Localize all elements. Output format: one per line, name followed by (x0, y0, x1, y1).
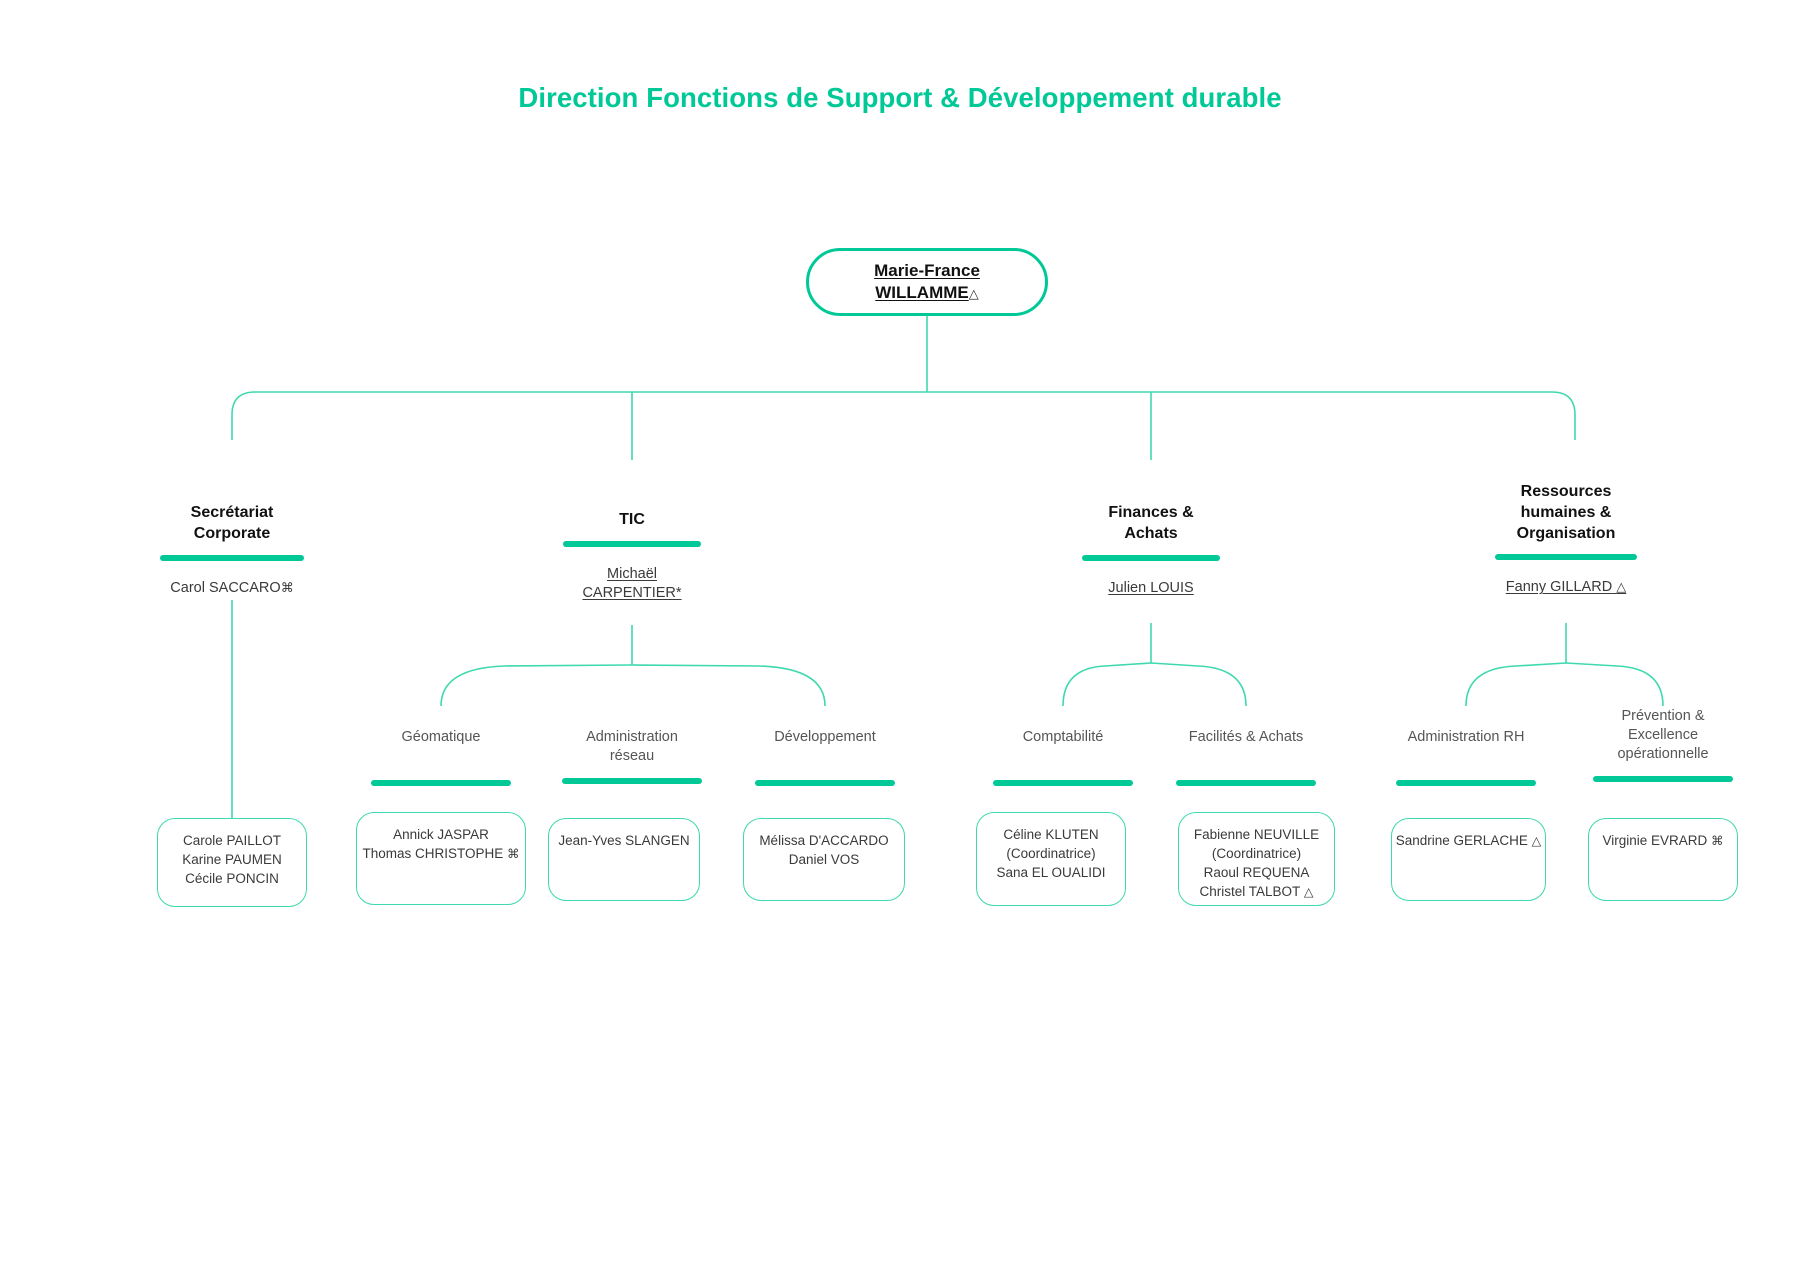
member-names-text: Sandrine GERLACHE (1395, 833, 1528, 848)
root-person-lastname: WILLAMME (875, 283, 969, 302)
page-title: Direction Fonctions de Support & Dévelop… (518, 82, 1282, 113)
member-names-text: Annick JASPAR Thomas CHRISTOPHE (362, 827, 504, 862)
department-lead: Carol SACCARO⌘ (132, 579, 332, 598)
unit-rule (755, 779, 895, 786)
triangle-marker-icon: △ (1531, 834, 1542, 848)
unit-title: Géomatique (401, 729, 481, 745)
department-lead: Julien LOUIS (1108, 579, 1194, 596)
department-title: Finances & Achats (1108, 504, 1194, 542)
department-rule (563, 540, 701, 547)
unit-comptabilite[interactable]: Comptabilité (963, 728, 1163, 786)
member-box-administration-rh[interactable]: Sandrine GERLACHE △ (1391, 818, 1546, 901)
department-rule (1082, 554, 1220, 561)
member-names-text: Fabienne NEUVILLE (Coordinatrice) Raoul … (1193, 827, 1320, 900)
department-finances-achats[interactable]: Finances & Achats Julien LOUIS (1051, 503, 1251, 597)
triangle-marker-icon: △ (1616, 579, 1627, 595)
unit-developpement[interactable]: Développement (725, 728, 925, 786)
unit-rule (1593, 775, 1733, 782)
department-tic[interactable]: TIC Michaël CARPENTIER* (532, 510, 732, 602)
unit-title: Prévention & Excellence opérationnelle (1617, 708, 1709, 762)
department-title: TIC (619, 511, 645, 528)
member-box-comptabilite[interactable]: Céline KLUTEN (Coordinatrice) Sana EL OU… (976, 812, 1126, 906)
command-marker-icon: ⌘ (507, 847, 520, 862)
department-lead: Michaël CARPENTIER* (582, 565, 682, 601)
department-rule (1495, 554, 1637, 561)
member-names: Mélissa D'ACCARDO Daniel VOS (759, 833, 889, 868)
department-title: Ressources humaines & Organisation (1516, 483, 1616, 542)
member-names: Sandrine GERLACHE △ (1396, 831, 1541, 851)
unit-geomatique[interactable]: Géomatique (341, 728, 541, 786)
command-marker-icon: ⌘ (280, 579, 294, 595)
member-box-secretariat-corporate[interactable]: Carole PAILLOT Karine PAUMEN Cécile PONC… (157, 818, 307, 907)
department-rule (160, 554, 304, 561)
unit-title: Administration RH (1407, 729, 1525, 745)
member-names: Carole PAILLOT Karine PAUMEN Cécile PONC… (182, 833, 282, 887)
department-lead-name: Fanny GILLARD (1505, 579, 1613, 596)
unit-prevention-excellence-operationnelle[interactable]: Prévention & Excellence opérationnelle (1563, 707, 1763, 782)
department-ressources-humaines-organisation[interactable]: Ressources humaines & Organisation Fanny… (1466, 482, 1666, 597)
connector-rh-subbus (1465, 662, 1664, 707)
unit-administration-rh[interactable]: Administration RH (1366, 728, 1566, 786)
member-box-facilites-achats[interactable]: Fabienne NEUVILLE (Coordinatrice) Raoul … (1178, 812, 1335, 906)
department-title: Secrétariat Corporate (190, 504, 274, 542)
unit-rule (993, 779, 1133, 786)
member-names: Annick JASPAR Thomas CHRISTOPHE ⌘ (362, 825, 519, 864)
member-names: Fabienne NEUVILLE (Coordinatrice) Raoul … (1194, 825, 1319, 902)
connector-main-bus (231, 391, 1576, 440)
member-names: Jean-Yves SLANGEN (558, 833, 690, 848)
triangle-marker-icon: △ (1303, 885, 1314, 900)
member-box-developpement[interactable]: Mélissa D'ACCARDO Daniel VOS (743, 818, 905, 901)
root-person-name: Marie-France WILLAMME△ (874, 260, 980, 304)
unit-title: Développement (774, 729, 876, 745)
unit-title: Facilités & Achats (1188, 729, 1304, 745)
member-names-text: Virginie EVRARD (1602, 833, 1708, 848)
connector-finances-subbus (1062, 662, 1247, 707)
unit-title: Administration réseau (586, 729, 678, 764)
department-secretariat-corporate[interactable]: Secrétariat Corporate Carol SACCARO⌘ (132, 503, 332, 597)
department-lead: Fanny GILLARD △ (1466, 578, 1666, 597)
root-person-box[interactable]: Marie-France WILLAMME△ (806, 248, 1048, 316)
unit-rule (562, 777, 702, 784)
department-lead-name: Carol SACCARO (170, 579, 281, 596)
unit-administration-reseau[interactable]: Administration réseau (532, 728, 732, 784)
unit-title: Comptabilité (1022, 729, 1104, 745)
member-box-prevention-excellence[interactable]: Virginie EVRARD ⌘ (1588, 818, 1738, 901)
triangle-marker-icon: △ (968, 286, 979, 301)
member-box-geomatique[interactable]: Annick JASPAR Thomas CHRISTOPHE ⌘ (356, 812, 526, 905)
unit-rule (1396, 779, 1536, 786)
member-names: Virginie EVRARD ⌘ (1602, 831, 1723, 851)
unit-rule (1176, 779, 1316, 786)
connector-tic-subbus (440, 664, 826, 707)
command-marker-icon: ⌘ (1711, 834, 1724, 848)
root-person-firstname: Marie-France (874, 261, 980, 281)
unit-facilites-achats[interactable]: Facilités & Achats (1146, 728, 1346, 786)
unit-rule (371, 779, 511, 786)
member-box-administration-reseau[interactable]: Jean-Yves SLANGEN (548, 818, 700, 901)
member-names: Céline KLUTEN (Coordinatrice) Sana EL OU… (996, 827, 1106, 881)
